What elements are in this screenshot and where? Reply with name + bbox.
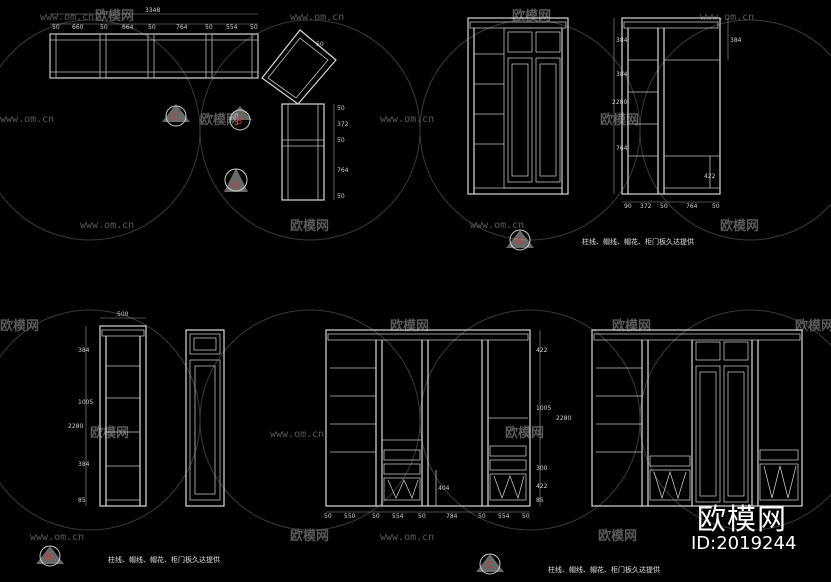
elev-a-dim: 764 [616,145,628,152]
elevation-c: 404 422 1005 2280 300 422 85 50 550 50 5… [324,329,660,575]
watermark-logo: 欧模网 [95,8,134,24]
elev-b-marker: B [46,553,52,563]
elev-a-caption: 柱线、帽线、帽花、柜门板久达提供 [582,237,694,246]
elev-c-bottom-dim: 50 [478,513,486,520]
elev-b-dim: 384 [78,461,90,468]
brand-id: ID:2019244 [691,533,797,554]
watermark-logo: 欧模网 [720,218,759,234]
elev-a-dim-right: 384 [730,37,742,44]
elev-a-bottom-dim: 372 [640,203,652,210]
watermark-logo: 欧模网 [390,318,429,334]
elevation-b: 500 384 1005 2280 384 85 B 柱线、帽线、帽花、柜门板久… [36,311,225,567]
plan-dim: 554 [226,24,238,31]
elev-c-inner-dim: 404 [438,485,450,492]
watermark-url: www.om.cn [700,12,754,23]
watermark-logo: 欧模网 [505,425,544,441]
elevation-doors [591,329,803,507]
watermark-logo: 欧模网 [90,425,129,441]
watermark-arcs [0,19,831,531]
watermark-logo: 欧模网 [290,528,329,544]
watermark-url: www.om.cn [80,220,134,231]
elev-c-bottom-dim: 554 [392,513,404,520]
plan-dim: 764 [176,24,188,31]
elev-b-dim: 1005 [78,399,93,406]
plan-dim: 50 [205,24,213,31]
elev-c-marker: C [486,561,492,571]
plan-dim: 50 [100,24,108,31]
plan-marker-b: B [236,117,242,127]
watermark-logo: 欧模网 [598,528,637,544]
plan-marker-a: A [232,181,239,191]
watermark-logo: 欧模网 [512,8,551,24]
watermark-logo: 欧模网 [795,318,831,334]
plan-right-dim: 50 [337,137,345,144]
plan-view: 3348 50 660 50 664 50 764 50 554 50 50 5… [49,7,349,201]
watermark-logo: 欧模网 [600,112,639,128]
plan-right-dim: 372 [337,121,349,128]
elev-c-bottom-dim: 50 [324,513,332,520]
watermark-url: www.om.cn [0,114,54,125]
plan-dim: 50 [250,24,258,31]
watermark-url: www.om.cn [290,12,344,23]
elev-c-dim: 1005 [536,405,551,412]
elev-a-bottom-dim: 50 [660,203,668,210]
elev-a-bottom-dim: 50 [712,203,720,210]
plan-dim: 50 [52,24,60,31]
plan-marker-c: C [172,113,178,123]
elev-a-inner-dim: 422 [704,173,716,180]
elev-c-bottom-dim: 784 [446,513,458,520]
plan-right-dim: 764 [337,167,349,174]
watermark-logo: 欧模网 [0,318,39,334]
elev-c-bottom-dim: 50 [372,513,380,520]
elev-b-dim: 2280 [68,423,83,430]
elev-c-bottom-dim: 50 [522,513,530,520]
elev-c-caption: 柱线、帽线、帽花、柜门板久达提供 [548,565,660,574]
elev-c-bottom-dim: 50 [418,513,426,520]
elev-c-dim: 422 [536,347,548,354]
plan-total-dim: 3348 [145,7,160,14]
elev-a-bottom-dim: 90 [624,203,632,210]
plan-angled-dim: 50 [316,41,324,48]
watermark-logo: 欧模网 [612,318,651,334]
elevation-a: 384 2280 384 764 384 422 90 372 50 764 5… [467,17,742,251]
elev-a-dim: 2280 [612,99,627,106]
watermark-logo: 欧模网 [290,218,329,234]
elev-c-dim: 300 [536,465,548,472]
elev-a-marker: A [516,237,523,247]
elev-c-dim: 2280 [556,415,571,422]
watermark-url: www.om.cn [380,114,434,125]
brand-name: 欧模网 [697,502,788,536]
elev-a-dim: 384 [616,37,628,44]
plan-dim: 664 [122,24,134,31]
elev-c-dim: 85 [536,497,544,504]
plan-right-dim: 50 [337,105,345,112]
elev-b-dim: 384 [78,347,90,354]
watermark-url: www.om.cn [470,220,524,231]
elev-a-bottom-dim: 764 [686,203,698,210]
elev-b-dim: 85 [78,497,86,504]
elev-a-dim: 384 [616,71,628,78]
watermark-url: www.om.cn [270,429,324,440]
watermark-url: www.om.cn [30,532,84,543]
elev-c-bottom-dim: 554 [498,513,510,520]
elev-c-bottom-dim: 550 [344,513,356,520]
plan-dim: 50 [148,24,156,31]
watermark-url: www.om.cn [380,532,434,543]
watermark-url: www.om.cn [40,12,94,23]
elev-c-dim: 422 [536,483,548,490]
elev-b-top-dim: 500 [117,311,129,318]
plan-right-dim: 50 [337,193,345,200]
watermark-logo: 欧模网 [200,112,239,128]
elev-b-caption: 柱线、帽线、帽花、柜门板久达提供 [108,555,220,564]
plan-dim: 660 [72,24,84,31]
